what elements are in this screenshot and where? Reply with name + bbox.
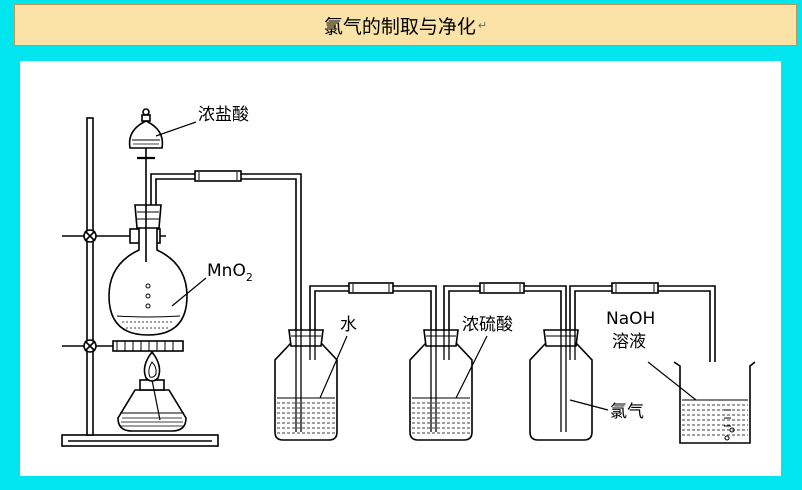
- label-water: 水: [340, 315, 357, 335]
- round-bottom-flask: [108, 204, 188, 336]
- label-chlorine-gas: 氯气: [610, 402, 644, 422]
- delivery-tubes: [150, 170, 716, 430]
- paragraph-mark-icon: ↵: [477, 18, 488, 32]
- label-naoh-line1: NaOH: [606, 309, 655, 329]
- label-manganese-dioxide: MnO2: [207, 261, 253, 284]
- collection-bottle: [529, 329, 593, 441]
- label-mno2-subscript: 2: [246, 271, 253, 284]
- label-mno2-main: MnO: [207, 261, 246, 281]
- label-conc-hydrochloric-acid: 浓盐酸: [198, 105, 249, 125]
- label-naoh-line2: 溶液: [612, 332, 646, 352]
- iron-stand: [61, 117, 219, 447]
- naoh-beaker: [673, 361, 756, 444]
- wire-gauze: [112, 340, 184, 352]
- title-bar: 氯气的制取与净化↵: [14, 4, 797, 46]
- label-conc-sulfuric-acid: 浓硫酸: [462, 315, 513, 335]
- wash-bottle-sulfuric: [409, 329, 473, 441]
- page-title: 氯气的制取与净化: [323, 15, 476, 38]
- alcohol-lamp: [117, 350, 187, 432]
- wash-bottle-water: [274, 329, 338, 441]
- leader-lines: [155, 121, 697, 411]
- separatory-funnel: [128, 108, 164, 262]
